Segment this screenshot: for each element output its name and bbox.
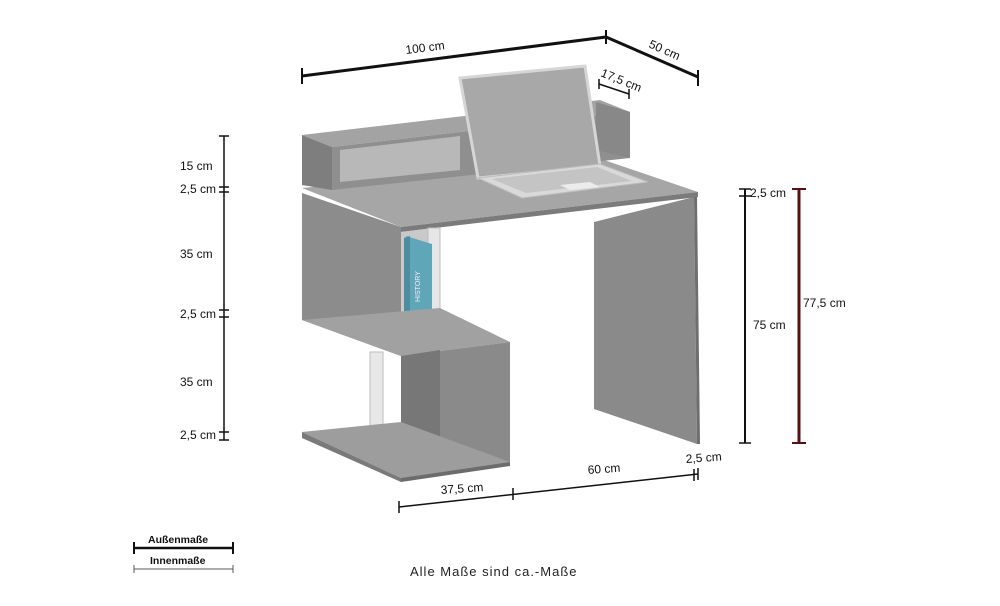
label-left-h2: 2,5 cm: [180, 182, 216, 196]
laptop-keyboard: [492, 167, 632, 193]
middle-shelf-top: [302, 308, 510, 356]
label-depth: 50 cm: [647, 37, 683, 63]
monitor-shelf-left-end: [302, 135, 332, 190]
label-left-h4: 2,5 cm: [180, 307, 216, 321]
right-leg-side: [694, 197, 700, 444]
laptop-trackpad: [560, 182, 600, 190]
base-shelf-front: [302, 432, 401, 482]
monitor-shelf-inner: [340, 136, 460, 182]
base-shelf-top: [302, 422, 510, 478]
label-bottom-right: 2,5 cm: [685, 450, 722, 466]
right-leg-front: [594, 197, 697, 444]
label-bottom-left: 37,5 cm: [440, 480, 484, 497]
dimension-lines: [219, 30, 806, 513]
dim-depth-line: [605, 35, 699, 79]
label-width: 100 cm: [405, 38, 446, 57]
legend: Außenmaße Innenmaße: [133, 534, 234, 573]
legend-outer-label: Außenmaße: [148, 534, 208, 546]
laptop-screen: [458, 64, 602, 180]
laptop: [458, 64, 649, 199]
dim-bottom-line: [398, 473, 699, 508]
label-right-total: 77,5 cm: [803, 296, 846, 310]
dim-shelf-depth-line: [598, 83, 630, 95]
monitor-shelf-right-post: [596, 102, 630, 158]
label-right-leg: 75 cm: [753, 318, 786, 332]
legend-inner-label: Innenmaße: [150, 555, 206, 567]
label-left-h5: 35 cm: [180, 375, 213, 389]
label-left-h3: 35 cm: [180, 247, 213, 261]
base-shelf-front-right: [401, 462, 510, 482]
label-left-h6: 2,5 cm: [180, 428, 216, 442]
label-right-top: 2,5 cm: [750, 186, 786, 200]
label-bottom-mid: 60 cm: [587, 461, 621, 477]
dim-width-line: [301, 35, 607, 78]
book-spine-label: HISTORY: [415, 271, 422, 302]
desktop-front-edge: [401, 192, 698, 232]
label-monitor-shelf-depth: 17,5 cm: [599, 66, 644, 95]
label-left-h1: 15 cm: [180, 159, 213, 173]
approx-dimensions-note: Alle Maße sind ca.-Maße: [410, 564, 578, 579]
